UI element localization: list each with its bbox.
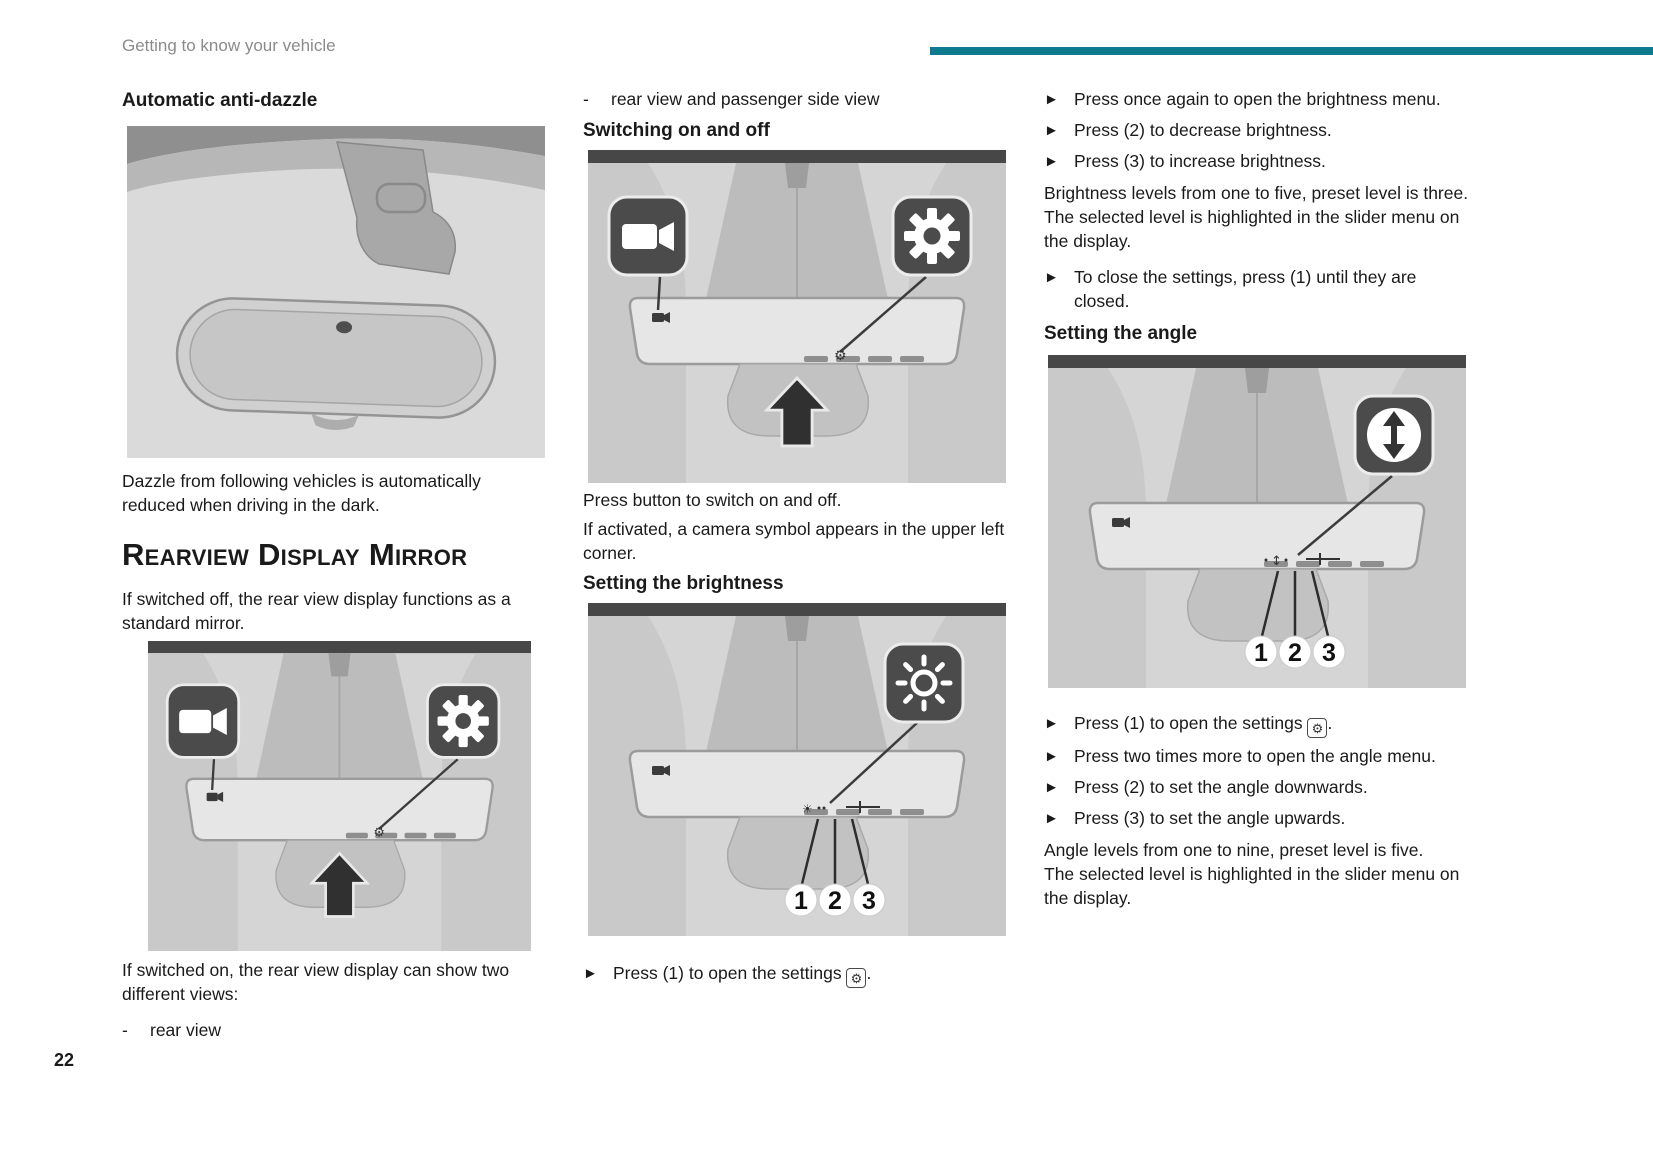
arrow-bullet-icon: ►	[1044, 122, 1059, 139]
para-switched-off: If switched off, the rear view display f…	[122, 589, 511, 634]
para-press-button: Press button to switch on and off.	[583, 489, 842, 510]
heading-brightness: Setting the brightness	[583, 572, 784, 594]
figure-setting-brightness: ☀	[588, 603, 1006, 936]
para-angle-levels: Angle levels from one to nine, preset le…	[1044, 840, 1424, 861]
instruction-once-again: ► Press once again to open the brightnes…	[1044, 88, 1470, 112]
dash-marker: -	[122, 1020, 128, 1041]
mirror-mount	[336, 141, 457, 275]
bullet-text-end: .	[1327, 712, 1333, 733]
dash-marker: -	[583, 89, 589, 109]
bullet-text: Press (3) to set the angle upwards.	[1074, 808, 1346, 829]
instruction-open-settings-angle: ► Press (1) to open the settings ⚙.	[1044, 712, 1470, 739]
column-right: ► Press once again to open the brightnes…	[1044, 88, 1470, 911]
para-dazzle: Dazzle from following vehicles is automa…	[122, 471, 481, 515]
arrow-bullet-icon: ►	[1044, 779, 1059, 797]
figure-switching-on-off	[588, 150, 1006, 483]
list-item-rear-view: - rear view	[122, 1019, 548, 1043]
column-left: Automatic anti-dazzle Dazzle from follow…	[122, 88, 548, 1049]
bullet-text: Press two times more to open the angle m…	[1074, 746, 1436, 767]
bullet-text: Press (1) to open the settings	[1074, 712, 1303, 733]
page-number: 22	[54, 1050, 75, 1070]
bullet-text: Press (2) to decrease brightness.	[1074, 120, 1332, 140]
arrow-bullet-icon: ►	[583, 964, 598, 982]
list-item-text: rear view and passenger side view	[611, 89, 880, 109]
heading-rearview-display-mirror: Rearview Display Mirror	[122, 536, 468, 572]
instruction-increase: ► Press (3) to increase brightness.	[1044, 150, 1470, 174]
para-selected-level: The selected level is highlighted in the…	[1044, 206, 1460, 251]
list-item-text: rear view	[150, 1020, 221, 1041]
instruction-angle-up: ► Press (3) to set the angle upwards.	[1044, 807, 1470, 831]
angle-symbol-icon: ↕	[1271, 554, 1282, 569]
arrow-bullet-icon: ►	[1044, 748, 1059, 766]
heading-angle: Setting the angle	[1044, 322, 1198, 344]
bullet-text-end: .	[866, 962, 872, 983]
figure-display-views	[148, 641, 531, 951]
heading-anti-dazzle: Automatic anti-dazzle	[122, 90, 318, 111]
bullet-text: Press once again to open the brightness …	[1074, 89, 1441, 109]
arrow-bullet-icon: ►	[1044, 153, 1059, 170]
arrow-bullet-icon: ►	[1044, 91, 1059, 108]
instruction-two-times: ► Press two times more to open the angle…	[1044, 745, 1470, 769]
bullet-text: Press (2) to set the angle downwards.	[1074, 777, 1368, 798]
bullet-text: Press (1) to open the settings	[613, 962, 842, 983]
brightness-symbol-icon: ☀	[802, 802, 813, 816]
instruction-close-settings: ► To close the settings, press (1) until…	[1044, 266, 1470, 314]
para-selected-level: The selected level is highlighted in the…	[1044, 864, 1460, 909]
arrow-bullet-icon: ►	[1044, 268, 1059, 286]
header-accent-bar	[930, 47, 1653, 55]
instruction-decrease: ► Press (2) to decrease brightness.	[1044, 119, 1470, 143]
bullet-text: To close the settings, press (1) until t…	[1074, 266, 1417, 311]
breadcrumb: Getting to know your vehicle	[122, 36, 336, 55]
settings-gear-icon: ⚙	[1307, 718, 1328, 739]
slider-symbol-icon	[846, 800, 880, 813]
list-item-rear-passenger: - rear view and passenger side view	[583, 88, 1009, 112]
para-brightness-levels: Brightness levels from one to five, pres…	[1044, 183, 1469, 203]
instruction-angle-down: ► Press (2) to set the angle downwards.	[1044, 776, 1470, 800]
para-angle-block: Angle levels from one to nine, preset le…	[1044, 839, 1470, 911]
bullet-text: Press (3) to increase brightness.	[1074, 151, 1326, 171]
anti-dazzle-mirror	[175, 297, 497, 431]
para-switched-on: If switched on, the rear view display ca…	[122, 960, 510, 1005]
arrow-bullet-icon: ►	[1044, 714, 1059, 732]
para-camera-symbol: If activated, a camera symbol appears in…	[583, 518, 1005, 563]
dazzle-sensor	[336, 321, 353, 334]
slider-symbol-icon	[1306, 552, 1340, 565]
instruction-open-settings: ► Press (1) to open the settings ⚙.	[583, 962, 1009, 989]
figure-anti-dazzle-mirror	[127, 126, 545, 459]
heading-switching: Switching on and off	[583, 119, 770, 141]
para-brightness-block: Brightness levels from one to five, pres…	[1044, 182, 1470, 254]
settings-gear-icon: ⚙	[846, 968, 867, 989]
arrow-bullet-icon: ►	[1044, 810, 1059, 828]
column-middle: - rear view and passenger side view Swit…	[583, 88, 1009, 995]
figure-setting-angle: ↕	[1048, 355, 1466, 688]
